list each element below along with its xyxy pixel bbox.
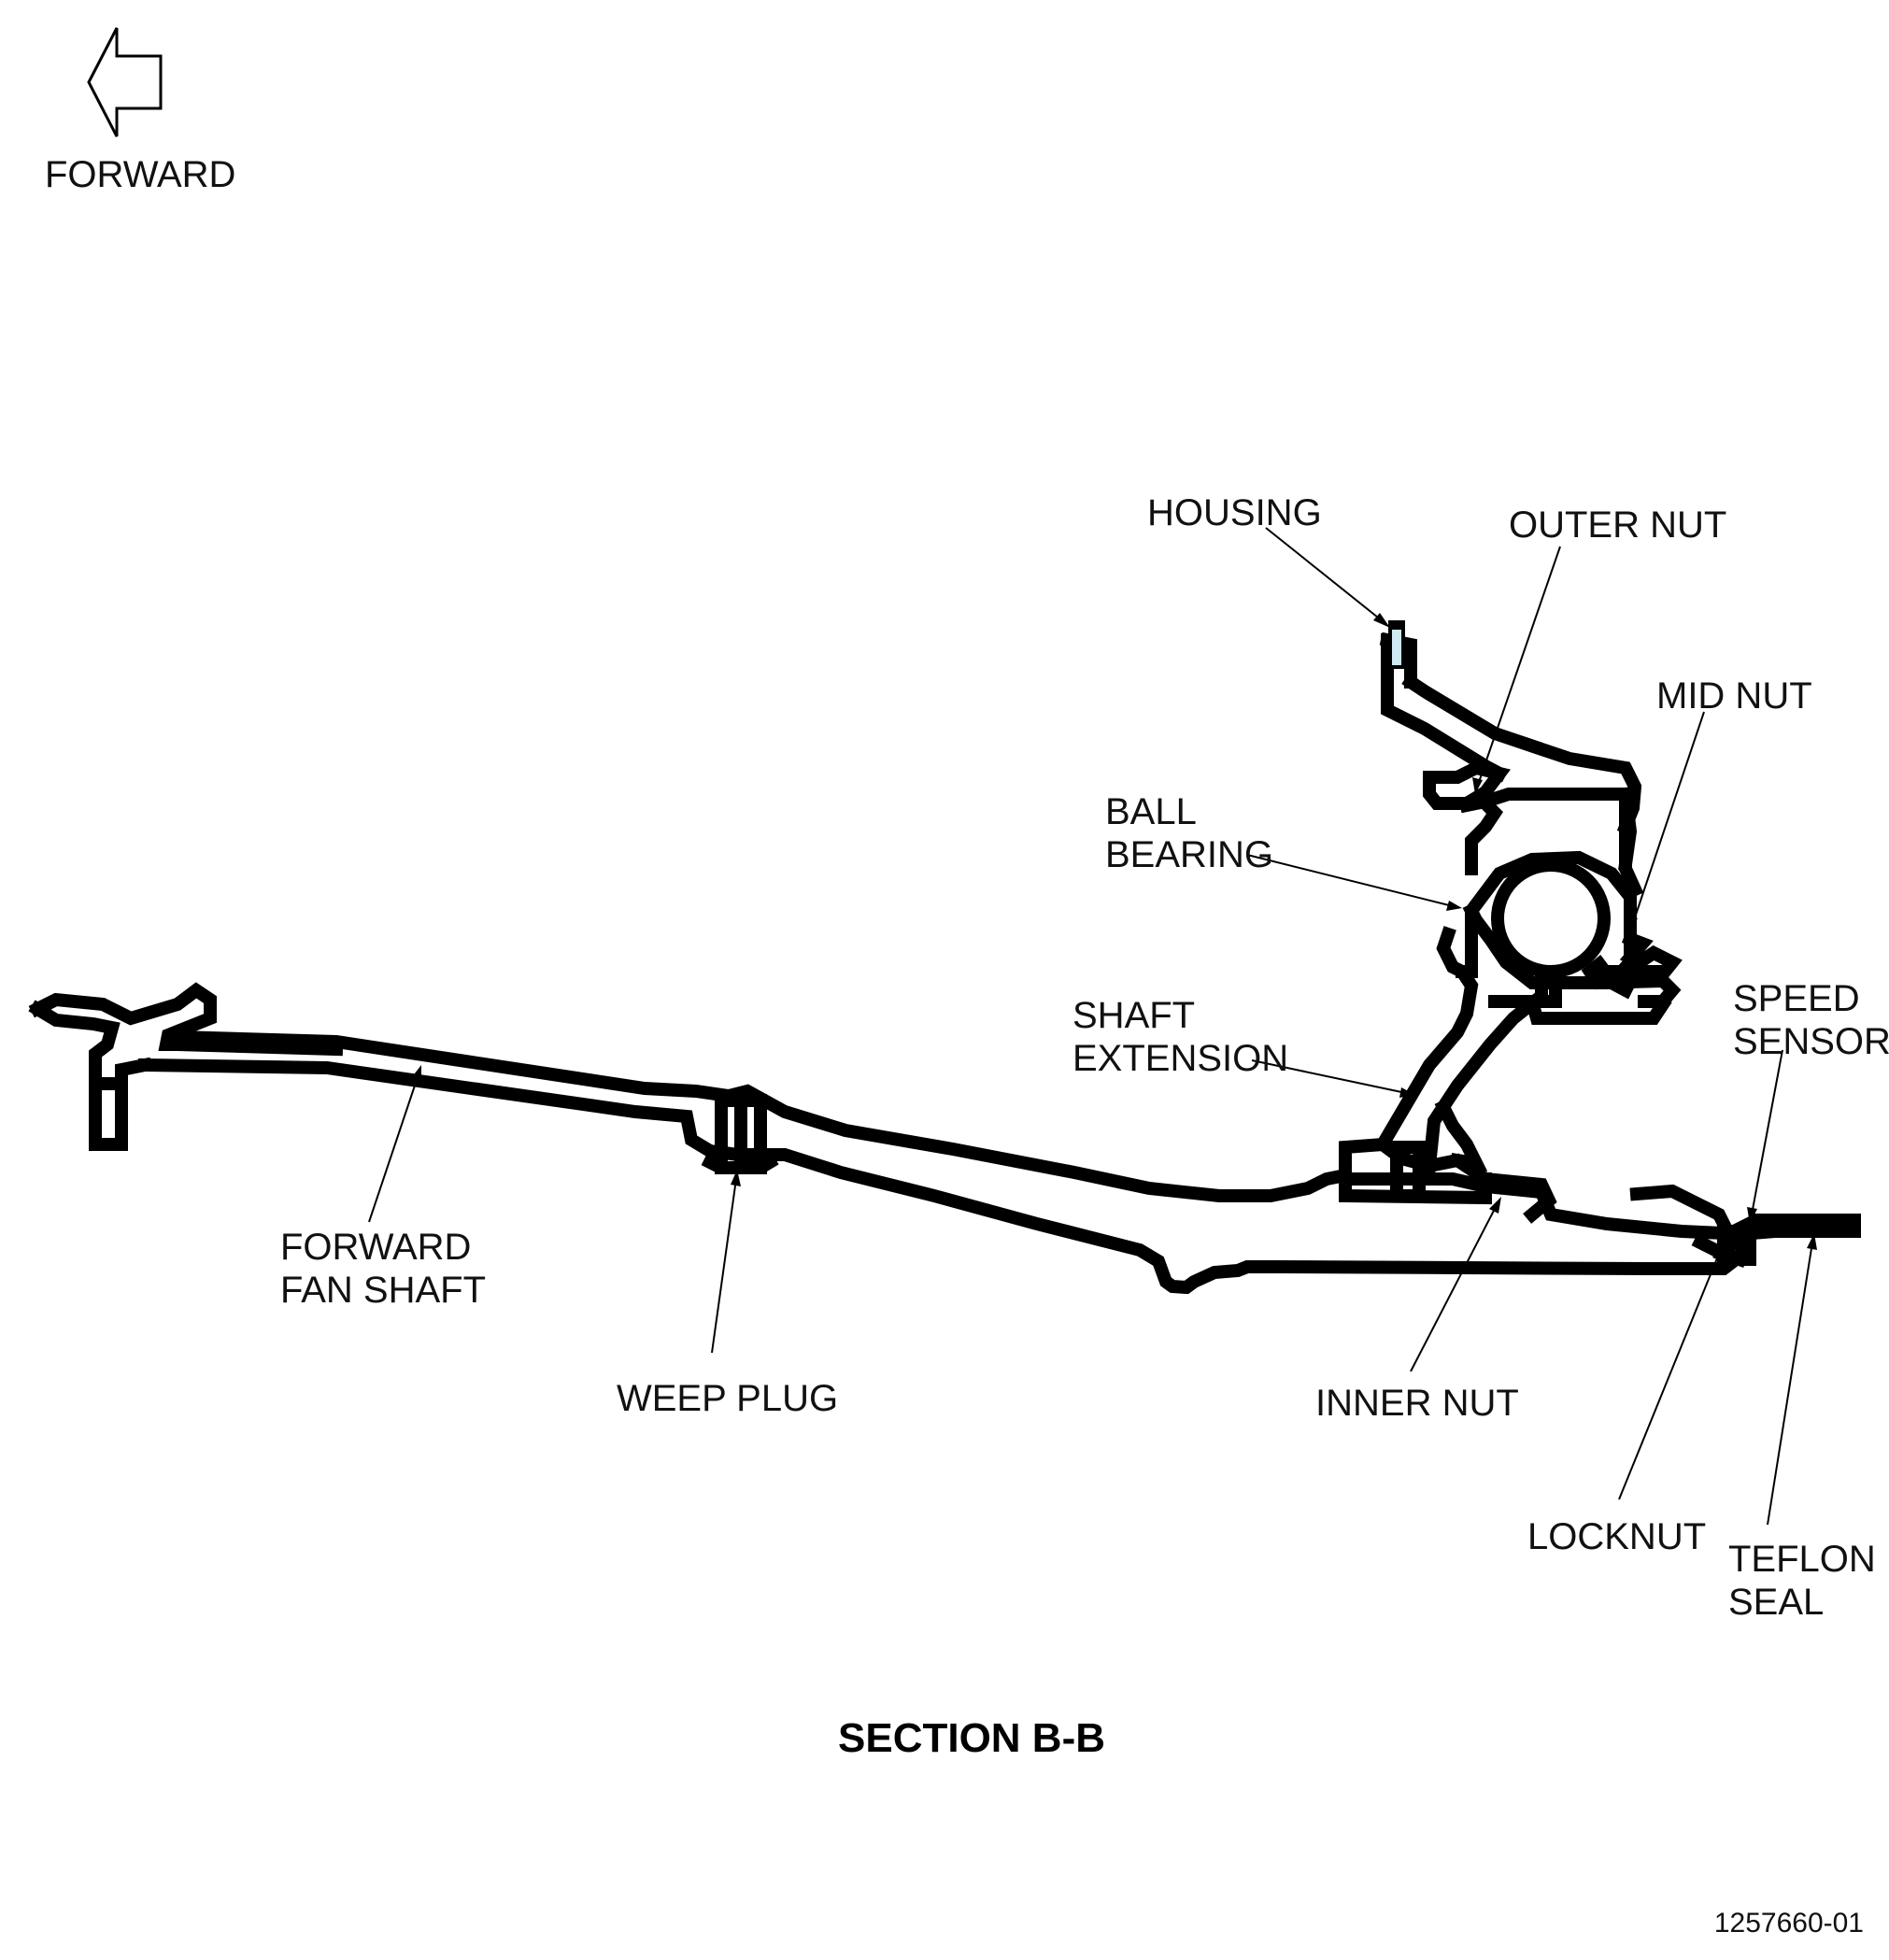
label-speed-sensor: SPEED SENSOR [1733, 978, 1889, 1062]
weep-plug [701, 1094, 779, 1174]
forward-flange [28, 982, 344, 1057]
outer-nut [1423, 760, 1511, 810]
label-inner-nut: INNER NUT [1315, 1383, 1519, 1424]
shaft-extension-web-inner [1422, 990, 1546, 1173]
label-shaft-extension: SHAFT EXTENSION [1072, 995, 1288, 1079]
label-ball-bearing: BALL BEARING [1105, 791, 1273, 875]
fan-shaft-upper-wall [170, 1030, 1354, 1202]
fan-shaft-lower-wall [137, 1058, 1652, 1295]
shaft-extension-web [1373, 926, 1479, 1154]
label-weep-plug: WEEP PLUG [617, 1378, 838, 1419]
shaft-extension-web-back [1434, 1098, 1488, 1172]
mid-nut [1581, 930, 1683, 1008]
forward-label: FORWARD [45, 154, 235, 195]
speed-sensor-assembly [1629, 1184, 1861, 1268]
callout-labels: HOUSING OUTER NUT MID NUT BALL BEARING S… [280, 492, 1889, 1623]
housing [1379, 620, 1642, 836]
housing-insert [1388, 624, 1405, 669]
label-locknut: LOCKNUT [1527, 1516, 1706, 1557]
leader-lines [368, 527, 1817, 1526]
label-mid-nut: MID NUT [1656, 675, 1812, 717]
label-forward-fan-shaft: FORWARD FAN SHAFT [280, 1227, 486, 1311]
label-outer-nut: OUTER NUT [1509, 504, 1726, 546]
arrow-left-outline-icon [87, 27, 163, 137]
label-housing: HOUSING [1147, 492, 1322, 533]
section-title: SECTION B-B [838, 1715, 1105, 1761]
label-teflon-seal: TEFLON SEAL [1728, 1539, 1886, 1623]
flange-block [89, 1077, 128, 1151]
forward-arrow: FORWARD [45, 27, 235, 195]
shaft-assembly [28, 620, 1861, 1295]
figure-number: 1257660-01 [1714, 1908, 1864, 1939]
